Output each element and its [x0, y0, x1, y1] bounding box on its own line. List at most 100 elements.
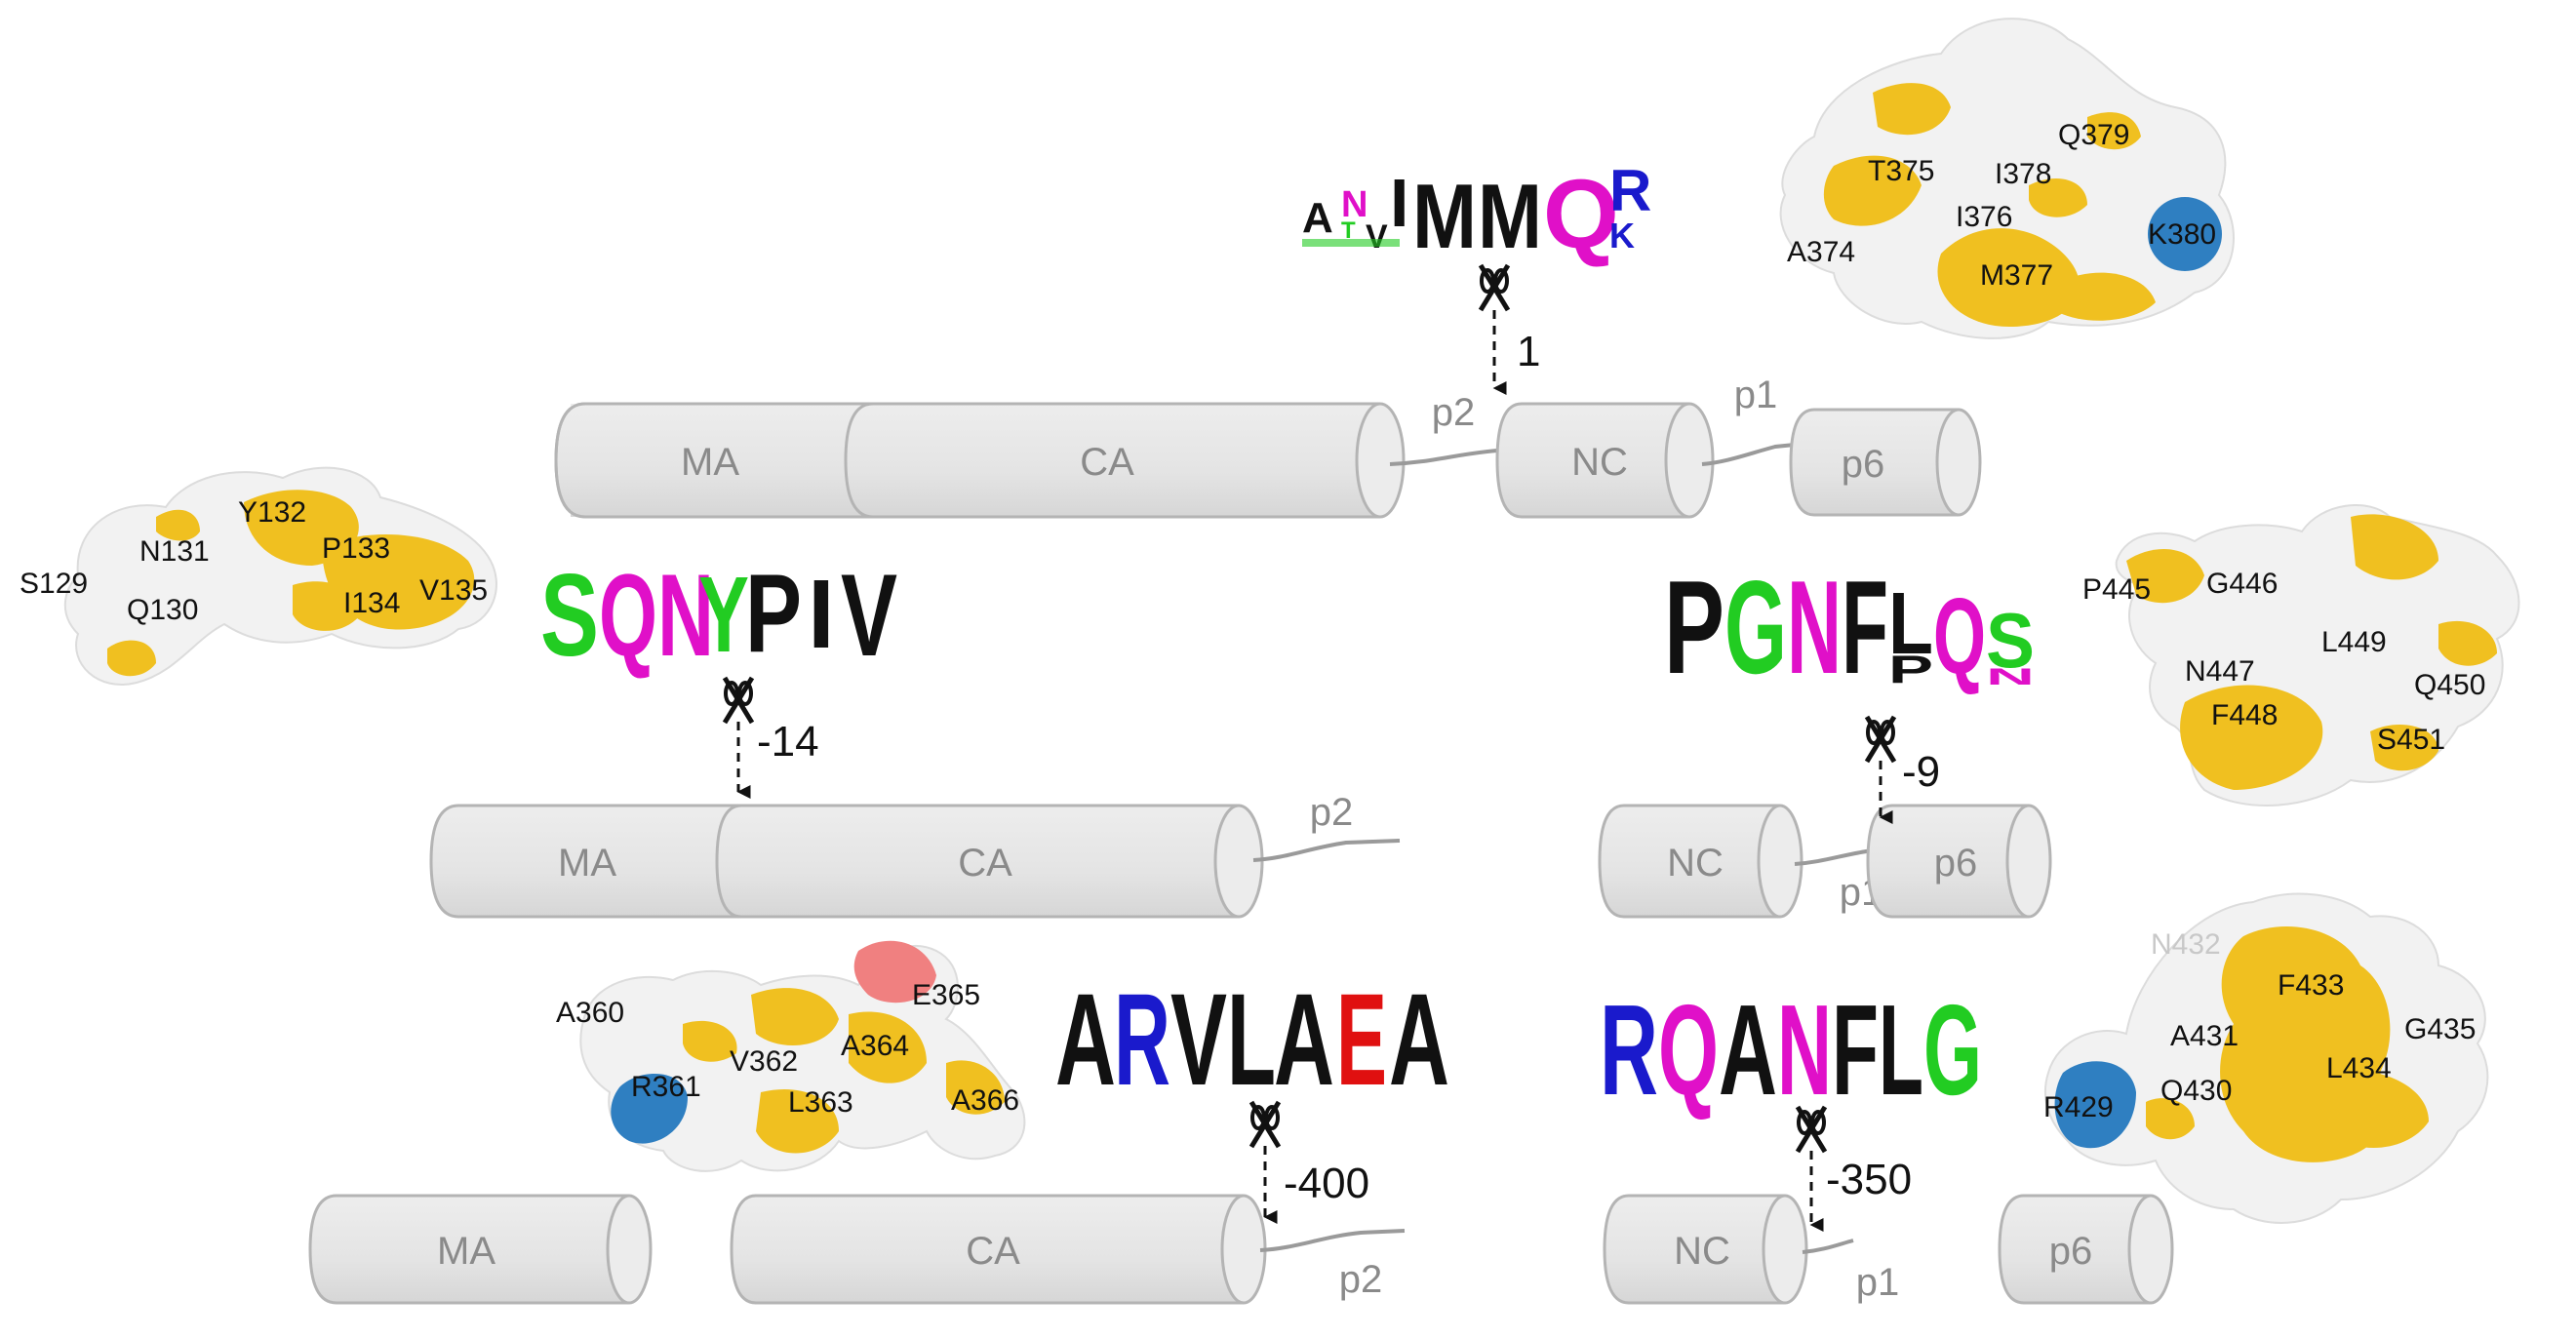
- row3-p6-domain: p6: [1998, 1194, 2174, 1305]
- row1-nc-label: NC: [1571, 441, 1628, 484]
- logo-letter: F: [1832, 978, 1879, 1122]
- residue-label: I376: [1956, 201, 2012, 233]
- row3-p6-label: p6: [2049, 1230, 2093, 1273]
- scissors-icon: [1248, 1100, 1282, 1149]
- row3-polyprotein: MA CA p2 NC p1 p6: [308, 1194, 2174, 1305]
- row1-ma-domain: MA: [554, 402, 873, 519]
- logo-letter: R: [1114, 967, 1170, 1113]
- logo-letter: V: [1170, 967, 1227, 1113]
- sequence-logo-p1p6: P G N F L P Q S N: [1664, 553, 2035, 701]
- residue-label: A366: [951, 1084, 1019, 1117]
- logo-letter: N: [1341, 184, 1367, 225]
- row2-p2-label: p2: [1310, 791, 1354, 834]
- row1-p6-label: p6: [1842, 443, 1885, 486]
- residue-label: I378: [1995, 158, 2051, 190]
- row1-ca-label: CA: [1080, 441, 1134, 484]
- row3-nc-domain: NC: [1603, 1194, 1808, 1305]
- sequence-logo-sp2nc: A N T V I M M Q R K: [1302, 158, 1651, 269]
- residue-label: Q130: [127, 594, 198, 626]
- row2-ma-domain: MA: [429, 804, 741, 919]
- row2-nc-domain: NC: [1598, 804, 1803, 919]
- logo-letter: Q: [1658, 978, 1719, 1122]
- row3-p1-label: p1: [1856, 1261, 1900, 1304]
- logo-letter: K: [1609, 216, 1635, 256]
- residue-label: V362: [730, 1045, 798, 1078]
- logo-letter: A: [1302, 194, 1333, 242]
- logo-letter: V: [1366, 218, 1388, 256]
- row1-nc-domain: NC: [1495, 402, 1715, 519]
- logo-letter: G: [1724, 553, 1787, 701]
- logo-letter: T: [1341, 217, 1356, 244]
- logo-letter: N: [1777, 978, 1832, 1122]
- residue-label: S451: [2377, 724, 2445, 756]
- residue-label: E365: [912, 979, 980, 1011]
- cleavage-rank-cap2: -400: [1284, 1160, 1369, 1207]
- logo-letter: I: [1390, 165, 1408, 241]
- row1-ca-domain: CA: [844, 402, 1406, 519]
- logo-letter: I: [808, 560, 835, 669]
- cleavage-ma-ca: -14: [722, 676, 819, 799]
- sequence-logo-cap2: A R V L A E A: [1055, 967, 1449, 1113]
- row2-polyprotein: MA CA p2 NC p1 p6: [429, 791, 2052, 919]
- logo-letter: L: [1227, 967, 1276, 1113]
- surface-ncp1: [2043, 892, 2489, 1224]
- row2-p2-linker: [1252, 839, 1401, 862]
- residue-label: G446: [2206, 568, 2278, 600]
- row3-ca-label: CA: [966, 1230, 1020, 1273]
- residue-label: L449: [2321, 626, 2387, 658]
- residue-label: N432: [2151, 928, 2221, 961]
- residue-label: I134: [343, 587, 400, 619]
- row2-ca-label: CA: [958, 842, 1012, 885]
- row1-polyprotein: MA CA p2 NC p1 p6: [554, 374, 1982, 519]
- residue-label: P133: [322, 532, 390, 565]
- logo-letter: R: [1609, 158, 1651, 223]
- logo-letter: P: [745, 552, 802, 676]
- residue-labels-right-mid: P445 G446 N447 F448 L449 Q450 S451: [2082, 568, 2485, 756]
- logo-letter: V: [841, 550, 897, 681]
- logo-letter: A: [1719, 978, 1777, 1122]
- logo-letter: L: [1888, 575, 1933, 673]
- cleavage-rank-maca: -14: [757, 718, 819, 766]
- cleavage-sp2-nc: 1: [1478, 263, 1540, 395]
- residue-label: M377: [1980, 259, 2053, 292]
- scissors-icon: [1478, 263, 1511, 312]
- residue-label: G435: [2404, 1013, 2476, 1045]
- logo-letter: P: [1664, 553, 1724, 701]
- residue-label: Q379: [2058, 119, 2129, 151]
- residue-label: A360: [556, 997, 624, 1029]
- row2-ma-label: MA: [558, 842, 616, 885]
- logo-letter: R: [1600, 978, 1658, 1122]
- residue-label: A374: [1787, 236, 1855, 268]
- cleavage-p1-p6: -9: [1864, 715, 1940, 824]
- row1-p2-linker: [1389, 447, 1508, 466]
- residue-label: Q430: [2160, 1075, 2232, 1107]
- row2-p6-domain: p6: [1866, 804, 2052, 919]
- row3-p2-linker: [1259, 1229, 1406, 1252]
- row2-ca-domain: CA: [715, 804, 1264, 919]
- residue-label: S129: [20, 568, 88, 600]
- logo-letter: A: [1055, 967, 1116, 1113]
- logo-letter: M: [1412, 165, 1477, 267]
- residue-label: T375: [1868, 155, 1934, 187]
- logo-letter: P: [1888, 649, 1933, 691]
- residue-label: R361: [631, 1071, 701, 1103]
- logo-letter: Q: [599, 550, 657, 681]
- logo-letter: E: [1336, 967, 1387, 1113]
- logo-letter: S: [540, 550, 599, 681]
- residue-labels-bottom-left: A360 R361 V362 L363 A364 E365 A366: [556, 979, 1019, 1119]
- cleavage-rank-sp2nc: 1: [1517, 328, 1540, 375]
- residue-label: F448: [2211, 699, 2278, 731]
- residue-label: P445: [2082, 573, 2151, 606]
- residue-label: Y132: [238, 496, 306, 529]
- cleavage-rank-p1p6: -9: [1902, 748, 1940, 796]
- logo-letter: Q: [1543, 160, 1619, 269]
- logo-letter: F: [1842, 553, 1888, 701]
- residue-label: A431: [2170, 1020, 2239, 1052]
- sequence-logo-ncp1: R Q A N F L G: [1600, 978, 1982, 1122]
- cleavage-rank-ncp1: -350: [1826, 1156, 1912, 1203]
- scissors-icon: [1864, 715, 1897, 764]
- row1-p1-label: p1: [1734, 374, 1778, 416]
- row2-nc-label: NC: [1667, 842, 1724, 885]
- logo-letter: Y: [698, 555, 749, 675]
- logo-letter: Q: [1933, 576, 1986, 696]
